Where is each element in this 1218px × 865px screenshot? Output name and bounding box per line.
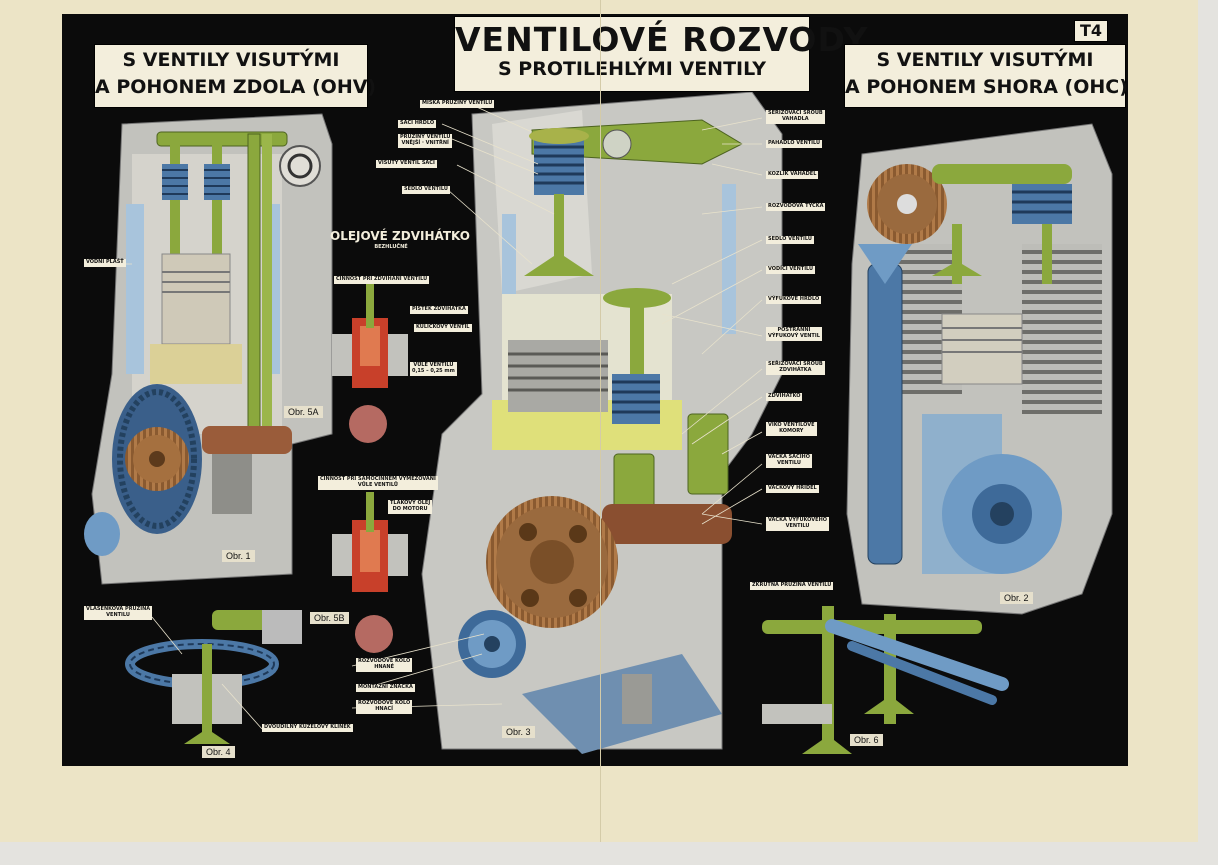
label-vacka-saci-2: VENTILU <box>777 459 801 466</box>
label-vacka-vyfuk-1: VAČKA VÝFUKOVÉHO <box>768 517 828 523</box>
label-serizovaci-sroub-1: SEŘIZOVACÍ ŠROUB <box>768 110 823 116</box>
figure-obr2: Obr. 2 <box>1000 592 1033 604</box>
oil-lifter-title: OLEJOVÉ ZDVIHÁTKO <box>330 229 471 243</box>
label-vackovy-hridel: VAČKOVÝ HŘÍDEL <box>766 485 819 493</box>
label-pahadlo: PAHADLO VENTILU <box>766 140 823 148</box>
poster-board: S VENTILY VISUTÝMI A POHONEM ZDOLA (OHV)… <box>62 14 1128 766</box>
label-vule-1: VŮLE VENTILU <box>413 362 454 368</box>
right-title-line-2: A POHONEM SHORA (OHC) <box>845 76 1128 98</box>
label-function-adjust-2: VŮLE VENTILŮ <box>357 481 398 488</box>
label-pruziny-2: VNĚJŠÍ · VNITŘNÍ <box>401 139 449 146</box>
label-sedlo-left: SEDLO VENTILU <box>402 186 450 194</box>
label-rozvod-hnane: ROZVODOVÉ KOLO HNANÉ <box>356 658 413 672</box>
label-zkrutna: ZKRUTNÁ PRUŽINA VENTILU <box>750 582 834 590</box>
left-title: S VENTILY VISUTÝMI A POHONEM ZDOLA (OHV) <box>94 44 377 108</box>
sheet-code: T4 <box>1074 20 1108 42</box>
label-vacka-vyfuk: VAČKA VÝFUKOVÉHO VENTILU <box>766 517 830 531</box>
engine-illustration <box>84 91 1113 754</box>
label-vodni-plast: VODNÍ PLÁŠŤ <box>84 259 126 267</box>
label-kulickovy: KULIČKOVÝ VENTIL <box>414 324 472 332</box>
label-function-lift: ČINNOST PŘI ZDVIHÁNÍ VENTILU <box>334 276 430 284</box>
oil-lifter-title-box: OLEJOVÉ ZDVIHÁTKO BEZHLUČNÉ <box>330 229 471 264</box>
label-vyko-2: KOMORY <box>779 427 804 434</box>
label-function-adjust-1: ČINNOST PŘI SAMOČINNÉM VYMEZOVÁNÍ <box>320 476 436 482</box>
label-serizovaci-sroub-2: VAHADLA <box>782 115 809 122</box>
figure-obr3: Obr. 3 <box>502 726 535 738</box>
obr4-hairpin-spring <box>125 610 302 744</box>
label-rozvod-hnane-2: HNANÉ <box>374 663 395 670</box>
label-function-adjust: ČINNOST PŘI SAMOČINNÉM VYMEZOVÁNÍ VŮLE V… <box>318 476 438 490</box>
main-subtitle: S PROTILEHLÝMI VENTILY <box>497 58 767 80</box>
label-vacka-saci: VAČKA SACÍHO VENTILU <box>766 454 812 468</box>
label-zdvihatko: ZDVIHÁTKO <box>766 393 803 401</box>
ohv-engine <box>84 113 333 585</box>
label-montazni: MONTÁŽNÍ ZNAČKA <box>356 684 415 692</box>
center-engine <box>421 91 783 754</box>
left-title-line-2: A POHONEM ZDOLA (OHV) <box>95 76 377 98</box>
label-vyko: VÍKO VENTILOVÉ KOMORY <box>766 422 817 436</box>
label-pruziny-1: PRUŽINY VENTILU <box>400 134 451 140</box>
label-tlakovy: TLAKOVÝ OLEJ DO MOTORU <box>388 500 433 514</box>
figure-obr6: Obr. 6 <box>850 734 883 746</box>
label-vodici: VODÍCÍ VENTILU <box>766 266 816 274</box>
label-tycka: ROZVODOVÁ TYČKA <box>766 203 826 211</box>
label-vlasenkova-1: VLÁSENKOVÁ PRUŽINA <box>86 606 151 612</box>
label-vyfukove-hrdlo: VÝFUKOVÉ HRDLO <box>766 296 822 304</box>
figure-obr5b: Obr. 5B <box>310 612 349 624</box>
label-pruziny: PRUŽINY VENTILU VNĚJŠÍ · VNITŘNÍ <box>398 134 453 148</box>
label-visuty: VISUTÝ VENTIL SACÍ <box>376 160 437 168</box>
left-title-line-1: S VENTILY VISUTÝMI <box>122 49 340 71</box>
label-pistek: PÍSTEK ZDVIHÁTKA <box>410 306 468 314</box>
figure-obr1: Obr. 1 <box>222 550 255 562</box>
oil-lifter-subtitle: BEZHLUČNÉ <box>374 244 408 250</box>
leader-lines <box>102 103 763 730</box>
label-serizovaci-zdvih-1: SEŘIZOVACÍ ŠROUB <box>768 361 823 367</box>
right-title: S VENTILY VISUTÝMI A POHONEM SHORA (OHC) <box>844 44 1128 108</box>
label-tlakovy-2: DO MOTORU <box>392 505 428 512</box>
label-rozvod-hnaci-2: HNACÍ <box>375 705 393 712</box>
label-vule: VŮLE VENTILU 0,15 – 0,25 mm <box>410 362 457 376</box>
right-title-line-1: S VENTILY VISUTÝMI <box>876 49 1094 71</box>
label-vlasenkova-2: VENTILU <box>106 611 130 618</box>
label-tlakovy-1: TLAKOVÝ OLEJ <box>390 500 431 506</box>
label-postranni-2: VÝFUKOVÝ VENTIL <box>768 332 820 339</box>
label-miska: MISKA PRUŽINY VENTILU <box>420 100 495 108</box>
label-vacka-vyfuk-2: VENTILU <box>785 522 810 529</box>
label-vacka-saci-1: VAČKA SACÍHO <box>768 454 810 460</box>
figure-obr5a: Obr. 5A <box>284 406 323 418</box>
label-postranni: POSTRANNÍ VÝFUKOVÝ VENTIL <box>766 327 822 341</box>
poster-paper: S VENTILY VISUTÝMI A POHONEM ZDOLA (OHV)… <box>0 0 1198 842</box>
label-postranni-1: POSTRANNÍ <box>777 327 811 333</box>
oil-lifters <box>332 284 408 653</box>
label-serizovaci-sroub: SEŘIZOVACÍ ŠROUB VAHADLA <box>766 110 825 124</box>
obr6-torsion-spring <box>762 606 1009 754</box>
label-serizovaci-zdvih-2: ZDVIHÁTKA <box>779 366 812 373</box>
label-serizovaci-zdvih: SEŘIZOVACÍ ŠROUB ZDVIHÁTKA <box>766 361 825 375</box>
figure-obr4: Obr. 4 <box>202 746 235 758</box>
label-saci-hrdlo: SACÍ HRDLO <box>398 120 437 128</box>
label-rozvod-hnaci: ROZVODOVÉ KOLO HNACÍ <box>356 700 413 714</box>
center-title: VENTILOVÉ ROZVODY S PROTILEHLÝMI VENTILY <box>454 16 869 92</box>
label-kozlik: KOZLÍK VAHADEL <box>766 171 819 179</box>
label-vlasenkova: VLÁSENKOVÁ PRUŽINA VENTILU <box>84 606 153 620</box>
label-rozvod-hnaci-1: ROZVODOVÉ KOLO <box>358 700 411 706</box>
label-sedlo-right: SEDLO VENTILU <box>766 236 814 244</box>
label-vule-2: 0,15 – 0,25 mm <box>412 367 455 374</box>
label-dvoudilny: DVOUDÍLNÝ KUŽELOVÝ KLÍNEK <box>262 724 353 732</box>
ohc-engine <box>846 123 1113 615</box>
label-vyko-1: VÍKO VENTILOVÉ <box>768 422 815 428</box>
label-rozvod-hnane-1: ROZVODOVÉ KOLO <box>358 658 411 664</box>
main-title: VENTILOVÉ ROZVODY <box>455 20 869 59</box>
